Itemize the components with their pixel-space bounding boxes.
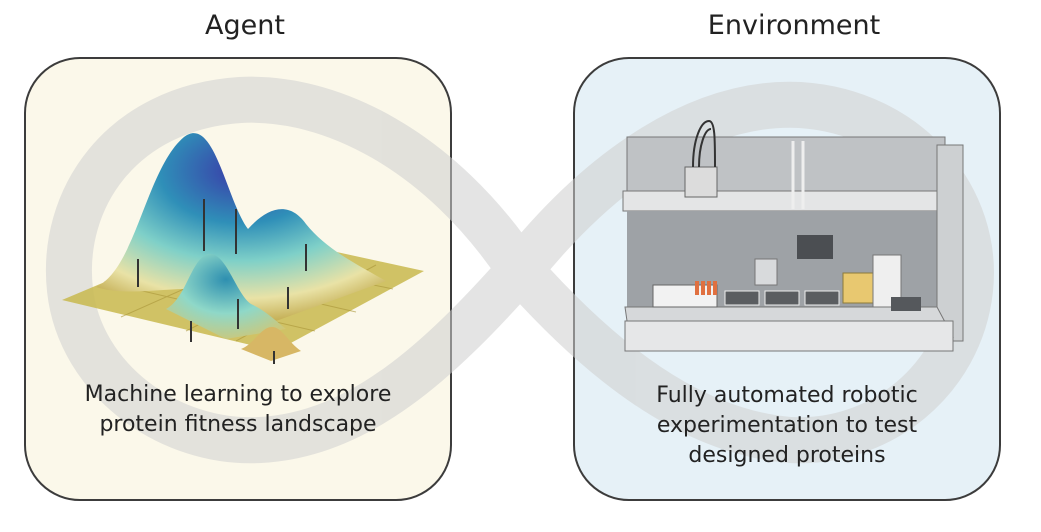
environment-caption-line-2: experimentation to test — [656, 413, 918, 438]
waste-bin — [891, 297, 921, 311]
robot-housing-back — [626, 136, 946, 200]
environment-title: Environment — [707, 10, 881, 41]
well-plate-3 — [804, 290, 840, 306]
well-plate-2 — [764, 290, 800, 306]
agent-panel: Machine learning to explore protein fitn… — [24, 57, 452, 501]
environment-caption: Fully automated robotic experimentation … — [575, 381, 999, 471]
environment-panel: Fully automated robotic experimentation … — [573, 57, 1001, 501]
well-plate-1 — [724, 290, 760, 306]
robot-side-panel — [936, 144, 964, 342]
robot-gantry — [622, 190, 954, 212]
gripper-arm — [797, 235, 833, 259]
shaker-module — [754, 258, 778, 286]
tube-rack — [652, 281, 718, 308]
agent-title: Agent — [205, 10, 285, 41]
agent-caption-line-1: Machine learning to explore — [84, 382, 392, 407]
agent-caption: Machine learning to explore protein fitn… — [26, 380, 450, 440]
robot-base — [624, 320, 954, 352]
tip-box-stack — [842, 272, 874, 304]
agent-caption-line-2: protein fitness landscape — [99, 412, 377, 437]
environment-caption-line-3: designed proteins — [688, 443, 886, 468]
environment-caption-line-1: Fully automated robotic — [656, 383, 918, 408]
pipette-head — [684, 166, 718, 198]
